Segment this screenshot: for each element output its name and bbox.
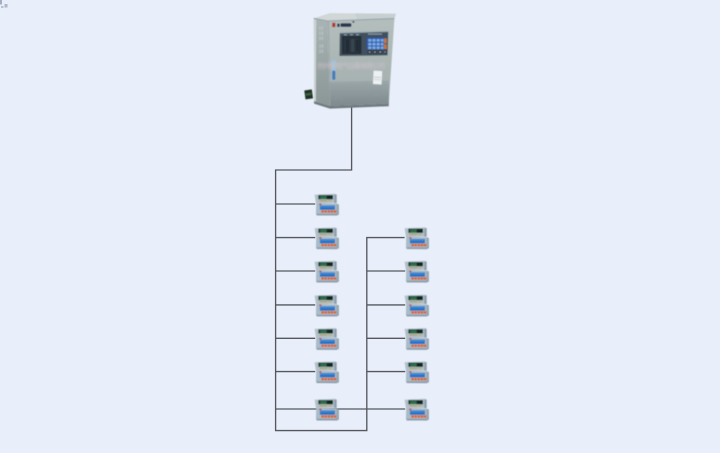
svg-text:杭州顿电气设备有限公司: 杭州顿电气设备有限公司 xyxy=(318,61,386,70)
